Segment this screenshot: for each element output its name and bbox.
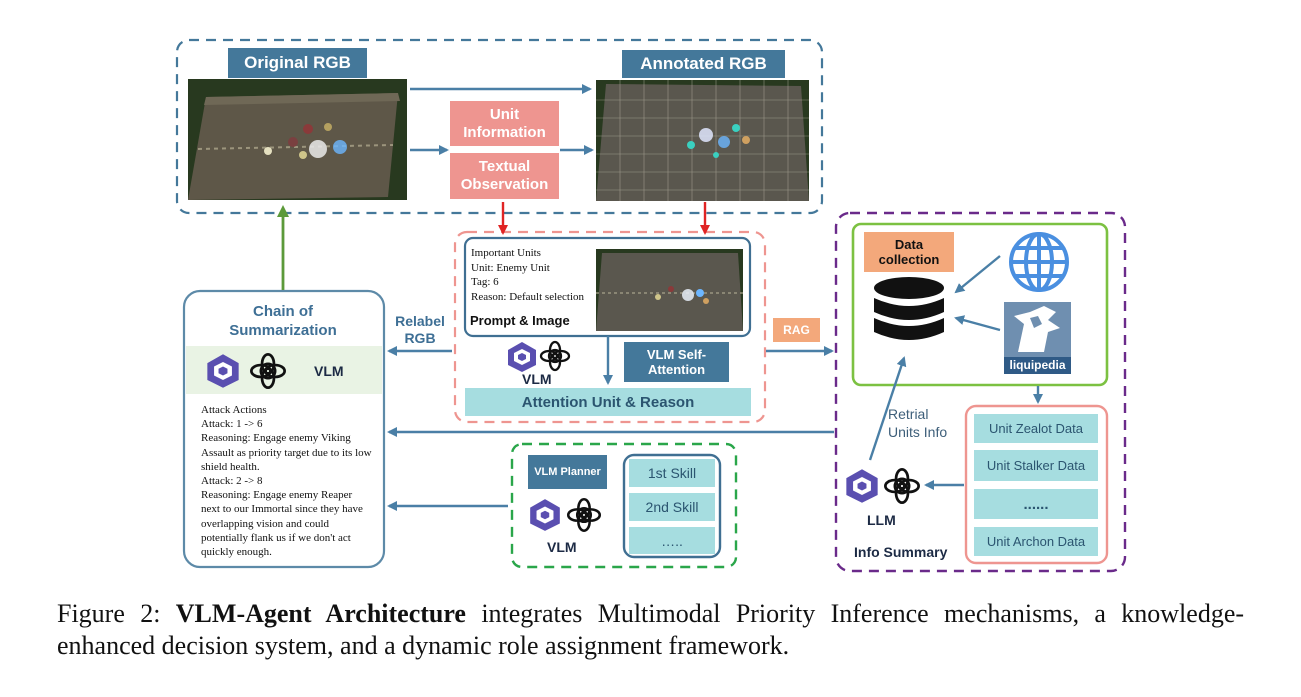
prompt-line: Unit: Enemy Unit (471, 261, 550, 274)
action-line: Reasoning: Engage enemy Viking Assault a… (201, 432, 372, 473)
caption-rest: integrates Multimodal Priority Inference… (57, 599, 1245, 660)
skills-box (622, 453, 722, 559)
action-line: Attack: 2 -> 8 (201, 475, 263, 488)
info-summary-label: Info Summary (854, 544, 948, 560)
prompt-vlm-label: VLM (522, 371, 552, 387)
chain-actions: Attack Actions Attack: 1 -> 6 Reasoning:… (201, 403, 373, 559)
action-line: Reasoning: Engage enemy Reaper next to o… (201, 489, 363, 559)
annotated-rgb-label: Annotated RGB (622, 50, 785, 78)
qwen-icon (505, 340, 539, 374)
original-rgb-image (188, 79, 407, 200)
self-attention-label: VLM Self-Attention (624, 342, 729, 382)
prompt-line: Tag: 6 (471, 276, 499, 288)
llm-label: LLM (867, 512, 896, 528)
units-box (964, 404, 1109, 565)
openai-icon (883, 467, 921, 505)
skill-item: 1st Skill (629, 459, 715, 487)
prompt-line: Important Units (471, 247, 541, 259)
planner-vlm-label: VLM (547, 539, 577, 555)
figure-caption: Figure 2: VLM-Agent Architecture integra… (57, 598, 1244, 662)
caption-prefix: Figure 2: (57, 599, 161, 628)
original-rgb-label: Original RGB (228, 48, 367, 78)
vlm-planner-label: VLM Planner (528, 455, 607, 489)
openai-icon (566, 497, 602, 533)
qwen-icon (204, 352, 242, 390)
action-line: Attack: 1 -> 6 (201, 418, 263, 431)
prompt-line: Reason: Default selection (471, 290, 585, 303)
liquipedia-label: liquipedia (1004, 357, 1071, 374)
unit-data-item: Unit Zealot Data (974, 414, 1098, 443)
qwen-icon (843, 467, 881, 505)
unit-data-item: Unit Stalker Data (974, 450, 1098, 481)
chain-title: Chain of Summarization (229, 303, 337, 339)
skill-item: 2nd Skill (629, 493, 715, 521)
unit-data-item: ...... (974, 489, 1098, 519)
action-line: Attack Actions (201, 404, 267, 416)
annotated-rgb-image (596, 80, 809, 201)
data-box (851, 222, 1109, 387)
relabel-label: Relabel RGB (395, 313, 445, 346)
chain-vlm-label: VLM (314, 363, 344, 379)
skill-item: ….. (629, 527, 715, 554)
data-collection-label: Data collection (864, 232, 954, 272)
unit-data-item: Unit Archon Data (974, 527, 1098, 556)
info-box (834, 211, 1127, 573)
textual-observation-label: Textual Observation (450, 153, 559, 199)
caption-bold: VLM-Agent Architecture (175, 599, 466, 628)
observation-box (175, 38, 824, 215)
globe-icon (1007, 230, 1071, 294)
prompt-text: Important Units Unit: Enemy Unit Tag: 6 … (471, 246, 601, 304)
openai-icon (249, 352, 287, 390)
prompt-box (453, 230, 767, 424)
unit-information-label: Unit Information (450, 101, 559, 146)
liquipedia-logo: liquipedia (1004, 302, 1071, 374)
openai-icon (539, 340, 571, 372)
database-icon (872, 276, 946, 350)
prompt-image-label: Prompt & Image (470, 313, 570, 328)
rag-label: RAG (773, 318, 820, 342)
qwen-icon (527, 497, 563, 533)
prompt-game-image (596, 249, 743, 331)
planner-box (510, 442, 738, 569)
retrial-label: Retrial Units Info (888, 406, 948, 440)
attention-unit-bar: Attention Unit & Reason (465, 388, 751, 416)
